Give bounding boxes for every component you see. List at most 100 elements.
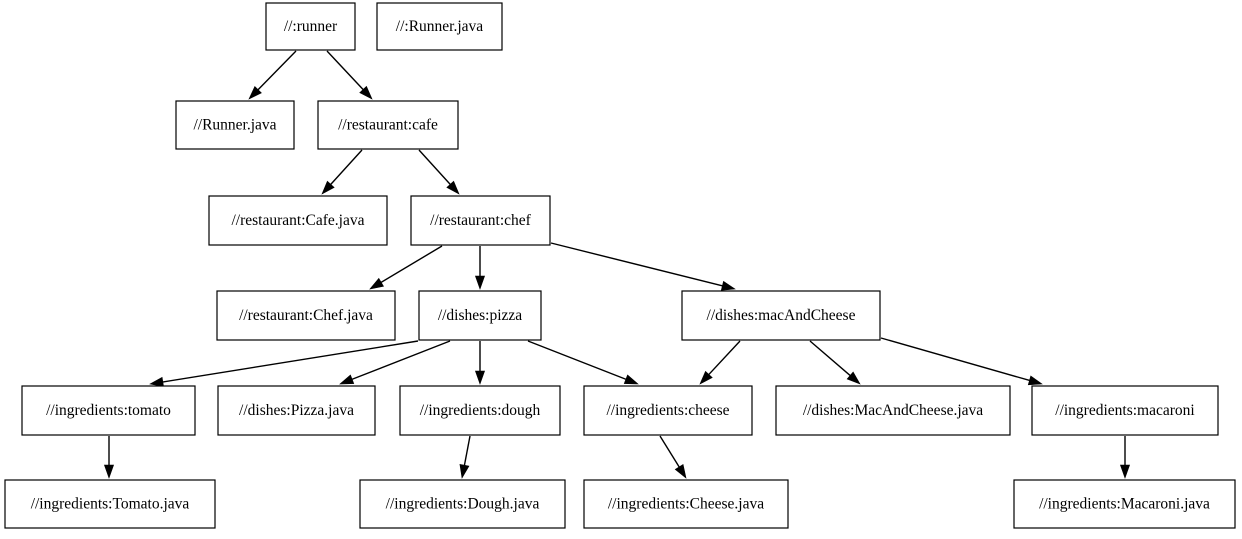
arrowhead-icon [321,180,335,195]
graph-edge [326,50,373,100]
graph-edge [149,340,419,387]
node-label: //ingredients:macaroni [1055,402,1195,419]
arrowhead-icon [674,464,687,479]
graph-node-ing_macaroni[interactable]: //ingredients:macaroni [1031,385,1219,436]
graph-edge [474,246,486,290]
node-label: //Runner.java [193,117,276,134]
arrowhead-icon [339,374,355,385]
node-label: //dishes:Pizza.java [239,402,354,419]
graph-node-dishes_pizza_java[interactable]: //dishes:Pizza.java [217,385,376,436]
node-box[interactable] [1013,479,1236,529]
edge-line [706,340,741,377]
edge-line [809,340,853,378]
graph-node-restaurant_chef[interactable]: //restaurant:chef [410,195,551,246]
edge-line [256,50,297,92]
graph-node-runner_java_root[interactable]: //:Runner.java [376,2,503,51]
graph-node-dishes_mac_java[interactable]: //dishes:MacAndCheese.java [775,385,1011,436]
arrowhead-icon [369,277,384,290]
arrowhead-icon [459,463,470,479]
node-box[interactable] [217,385,376,436]
graph-edge [1119,436,1131,479]
edge-line [326,50,365,92]
edge-line [659,435,681,470]
node-box[interactable] [376,2,503,51]
graph-node-restaurant_cafe[interactable]: //restaurant:cafe [317,100,459,150]
edge-line [880,337,1032,382]
node-box[interactable] [681,290,881,341]
graph-node-runner_java[interactable]: //Runner.java [175,100,295,150]
arrowhead-icon [446,180,460,195]
node-label: //restaurant:Chef.java [239,307,373,324]
node-box[interactable] [1031,385,1219,436]
node-label: //ingredients:Macaroni.java [1039,496,1210,513]
graph-node-ing_tomato_java[interactable]: //ingredients:Tomato.java [4,479,216,529]
node-label: //ingredients:Dough.java [386,496,540,513]
node-box[interactable] [418,290,542,341]
graph-node-ing_dough[interactable]: //ingredients:dough [399,385,561,436]
arrowhead-icon [1027,375,1043,386]
node-box[interactable] [265,2,356,51]
node-label: //ingredients:Cheese.java [608,496,764,513]
arrowhead-icon [474,370,486,385]
node-label: //ingredients:tomato [46,402,171,419]
edge-line [527,340,629,381]
graph-edge [527,340,639,385]
node-box[interactable] [410,195,551,246]
graph-edge [369,245,443,290]
arrowhead-icon [623,374,639,385]
graph-node-ing_cheese_java[interactable]: //ingredients:Cheese.java [583,479,789,529]
graph-edge [321,149,363,195]
arrowhead-icon [720,280,736,291]
node-label: //dishes:pizza [438,307,522,324]
arrowhead-icon [1119,464,1131,479]
node-label: //:Runner.java [396,18,484,35]
graph-node-runner[interactable]: //:runner [265,2,356,51]
node-box[interactable] [775,385,1011,436]
node-label: //dishes:macAndCheese [707,307,856,324]
node-box[interactable] [583,479,789,529]
nodes-layer: //:runner //:Runner.java //Runner.java //re… [4,2,1236,529]
graph-edge [809,340,861,385]
node-label: //dishes:MacAndCheese.java [803,402,983,419]
graph-node-restaurant_chef_java[interactable]: //restaurant:Chef.java [216,290,396,341]
node-label: //restaurant:Cafe.java [232,212,365,229]
graph-node-ing_macaroni_java[interactable]: //ingredients:Macaroni.java [1013,479,1236,529]
arrowhead-icon [359,85,373,100]
graph-edge [418,149,460,195]
graph-edge [550,242,736,291]
graph-edge [659,435,687,479]
arrowhead-icon [846,371,861,385]
arrowhead-icon [474,275,486,290]
graph-node-dishes_macandcheese[interactable]: //dishes:macAndCheese [681,290,881,341]
graph-edge [880,337,1043,386]
graph-edge [699,340,741,385]
graph-node-ing_tomato[interactable]: //ingredients:tomato [21,385,196,436]
node-box[interactable] [4,479,216,529]
node-label: //:runner [284,18,338,35]
graph-edge [248,50,297,100]
edges-layer [103,50,1131,479]
node-box[interactable] [359,479,566,529]
graph-edge [103,436,115,479]
node-box[interactable] [21,385,196,436]
arrowhead-icon [149,376,164,387]
graph-node-dishes_pizza[interactable]: //dishes:pizza [418,290,542,341]
node-box[interactable] [317,100,459,150]
edge-line [349,340,451,381]
graph-edge [474,341,486,385]
graph-node-ing_dough_java[interactable]: //ingredients:Dough.java [359,479,566,529]
arrowhead-icon [248,85,262,100]
graph-edge [459,435,471,479]
graph-node-ing_cheese[interactable]: //ingredients:cheese [583,385,753,436]
node-box[interactable] [583,385,753,436]
node-box[interactable] [175,100,295,150]
graph-edge [339,340,451,385]
graph-node-restaurant_cafe_java[interactable]: //restaurant:Cafe.java [208,195,388,246]
node-label: //ingredients:dough [420,402,541,419]
edge-line [328,149,363,187]
node-box[interactable] [208,195,388,246]
node-box[interactable] [399,385,561,436]
edge-line [463,435,471,468]
node-box[interactable] [216,290,396,341]
